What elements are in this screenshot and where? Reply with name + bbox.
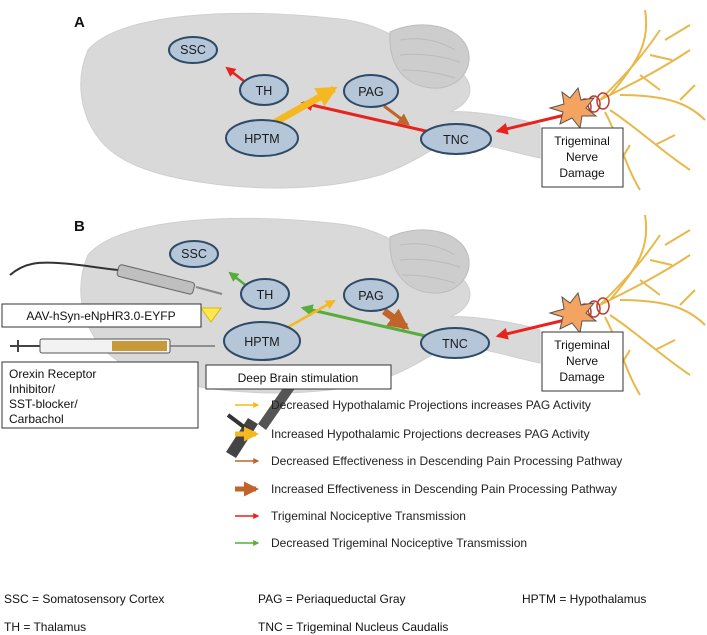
optic-fiber bbox=[9, 261, 223, 295]
arrow-a-hptm-pag bbox=[270, 85, 338, 128]
panel-a-letter: A bbox=[74, 14, 85, 31]
arrow-b-hptm-pag bbox=[282, 299, 336, 332]
svg-text:SSC: SSC bbox=[181, 247, 207, 261]
arrow-a-tnc-th bbox=[300, 99, 431, 134]
damage-box-a: Trigeminal Nerve Damage bbox=[541, 127, 624, 188]
svg-text:Trigeminal: Trigeminal bbox=[554, 338, 610, 352]
arrow-b-pag-tnc bbox=[381, 308, 410, 330]
svg-text:Trigeminal Nociceptive Trans: Trigeminal Nociceptive Transmission bbox=[271, 509, 466, 523]
svg-text:Trigeminal: Trigeminal bbox=[554, 134, 610, 148]
svg-text:PAG: PAG bbox=[358, 289, 383, 303]
svg-text:Nerve: Nerve bbox=[566, 150, 598, 164]
abbreviations: SSC = Somatosensory Cortex PAG = Periaqu… bbox=[4, 592, 646, 634]
node-a-pag: PAG bbox=[343, 74, 399, 108]
drug-label-box: Orexin Receptor Inhibitor/ SST-blocker/ … bbox=[1, 361, 199, 429]
syringe bbox=[10, 338, 215, 354]
arrow-a-pag-tnc bbox=[383, 104, 410, 126]
legend-item: Increased Hypothalamic Projections decre… bbox=[235, 426, 590, 442]
node-a-ssc: SSC bbox=[168, 36, 218, 64]
svg-text:HPTM: HPTM bbox=[244, 132, 279, 146]
svg-text:PAG: PAG bbox=[358, 85, 383, 99]
arrow-b-tnc-th bbox=[300, 304, 431, 339]
legend-item: Increased Effectiveness in Descending Pa… bbox=[235, 481, 617, 497]
node-b-tnc: TNC bbox=[420, 327, 490, 359]
arrow-b-damage-tnc bbox=[495, 318, 566, 340]
legend: Decreased Hypothalamic Projections incre… bbox=[235, 398, 622, 550]
svg-text:Deep Brain stimulation: Deep Brain stimulation bbox=[238, 371, 359, 385]
lesion-star-b bbox=[548, 291, 598, 335]
abbr-ssc: SSC = Somatosensory Cortex bbox=[4, 592, 164, 606]
svg-text:Damage: Damage bbox=[559, 370, 605, 384]
abbr-pag: PAG = Periaqueductal Gray bbox=[258, 592, 406, 606]
damage-box-b: Trigeminal Nerve Damage bbox=[541, 331, 624, 392]
node-b-th: TH bbox=[240, 278, 290, 310]
svg-text:SSC: SSC bbox=[180, 43, 206, 57]
svg-text:AAV-hSyn-eNpHR3.0-EYFP: AAV-hSyn-eNpHR3.0-EYFP bbox=[26, 309, 175, 323]
svg-text:Increased Effectiveness in: Increased Effectiveness in Descending Pa… bbox=[271, 482, 617, 496]
svg-text:Decreased Hypothalamic Proje: Decreased Hypothalamic Projections incre… bbox=[271, 398, 591, 412]
abbr-th: TH = Thalamus bbox=[4, 620, 86, 634]
svg-text:SST-blocker/: SST-blocker/ bbox=[9, 397, 78, 411]
abbr-tnc: TNC = Trigeminal Nucleus Caudalis bbox=[258, 620, 448, 634]
node-b-ssc: SSC bbox=[169, 240, 219, 268]
svg-text:Damage: Damage bbox=[559, 166, 605, 180]
abbr-hptm: HPTM = Hypothalamus bbox=[522, 592, 646, 606]
panel-b-letter: B bbox=[74, 218, 85, 235]
legend-item: Decreased Trigeminal Nociceptive Transmi… bbox=[235, 536, 527, 550]
arrow-a-th-ssc bbox=[225, 66, 246, 83]
svg-text:Decreased Trigeminal Nocicep: Decreased Trigeminal Nociceptive Transmi… bbox=[271, 536, 527, 550]
svg-text:HPTM: HPTM bbox=[244, 335, 279, 349]
svg-text:Carbachol: Carbachol bbox=[9, 412, 64, 426]
node-a-hptm: HPTM bbox=[225, 119, 299, 157]
panel-a: A SSC TH PAG HPTM bbox=[74, 9, 706, 191]
svg-text:Orexin Receptor: Orexin Receptor bbox=[9, 367, 96, 381]
legend-item: Trigeminal Nociceptive Transmission bbox=[235, 509, 466, 523]
svg-text:Decreased Effectiveness in: Decreased Effectiveness in Descending Pa… bbox=[271, 454, 622, 468]
lesion-star-a bbox=[548, 86, 598, 130]
legend-item: Decreased Effectiveness in Descending Pa… bbox=[235, 454, 622, 468]
node-a-th: TH bbox=[239, 74, 289, 106]
node-b-hptm: HPTM bbox=[223, 321, 301, 361]
node-a-tnc: TNC bbox=[420, 123, 492, 155]
svg-text:TNC: TNC bbox=[442, 337, 468, 351]
light-cone bbox=[200, 307, 222, 323]
virus-label-box: AAV-hSyn-eNpHR3.0-EYFP bbox=[1, 303, 202, 328]
svg-text:TH: TH bbox=[256, 84, 273, 98]
svg-text:TNC: TNC bbox=[443, 133, 469, 147]
svg-text:Increased Hypothalamic Proje: Increased Hypothalamic Projections decre… bbox=[271, 427, 590, 441]
panel-b: B AAV-hSyn-eNpHR3.0-EYFP Or bbox=[1, 214, 706, 458]
svg-text:TH: TH bbox=[257, 288, 274, 302]
dbs-label-box: Deep Brain stimulation bbox=[205, 364, 392, 390]
svg-text:Nerve: Nerve bbox=[566, 354, 598, 368]
arrow-a-damage-tnc bbox=[495, 113, 566, 135]
svg-text:Inhibitor/: Inhibitor/ bbox=[9, 382, 56, 396]
node-b-pag: PAG bbox=[343, 278, 399, 312]
legend-item: Decreased Hypothalamic Projections incre… bbox=[235, 398, 591, 412]
